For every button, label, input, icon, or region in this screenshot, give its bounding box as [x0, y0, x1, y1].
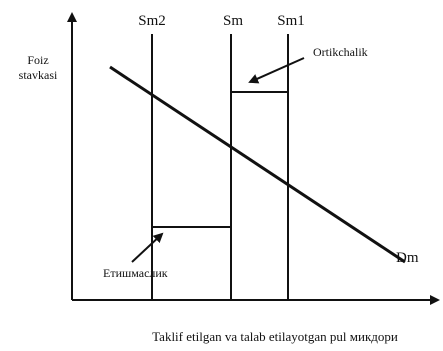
- supply-label-sm: Sm: [223, 13, 243, 29]
- x-axis-label: Taklif etilgan va talab etilayotgan pul …: [152, 329, 398, 344]
- y-axis-label-line2: stavkasi: [19, 68, 58, 82]
- shortage-label: Етишмаслик: [103, 266, 168, 280]
- supply-label-sm2: Sm2: [138, 13, 166, 29]
- demand-curve-label: Dm: [396, 250, 419, 266]
- surplus-label: Ortikchalik: [313, 45, 368, 59]
- surplus-arrow: [248, 57, 305, 84]
- supply-label-sm1: Sm1: [277, 13, 305, 29]
- y-axis-label-line1: Foiz: [27, 53, 48, 67]
- demand-curve: [109, 65, 406, 264]
- shortage-arrow: [131, 232, 164, 263]
